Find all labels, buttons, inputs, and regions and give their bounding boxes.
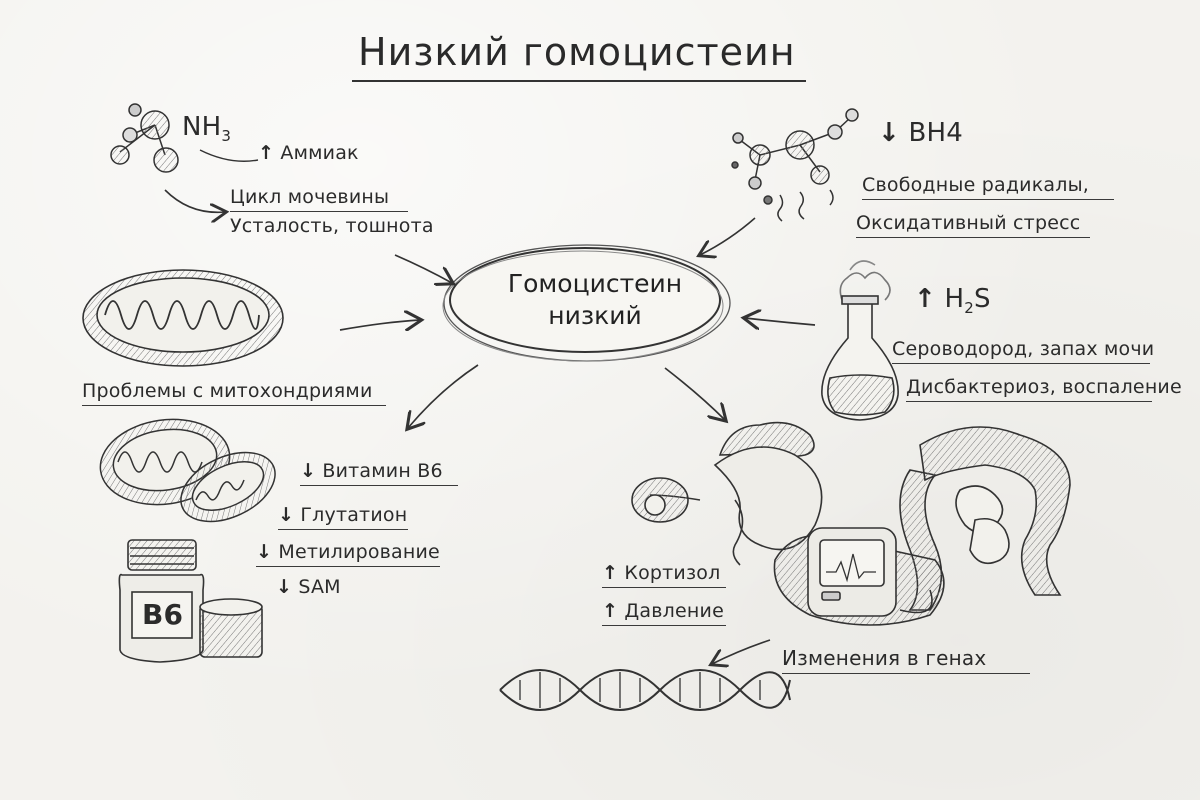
h2s-formula: ↑ H2S [914,284,991,318]
center-line-1: Гомоцистеин [507,269,683,298]
down-arrow-icon: ↓ [276,576,293,598]
deficit-item: ↓ Метилирование [256,541,440,567]
mitochondrion-large-icon [82,269,284,367]
up-arrow-icon: ↑ [914,284,936,314]
down-arrow-icon: ↓ [256,541,273,563]
down-arrow-icon: ↓ [278,504,295,526]
pressure-label: ↑ Давление [602,600,726,626]
fatigue-nausea-label: Усталость, тошнота [230,215,434,237]
flask-icon [821,260,899,421]
page-title: Низкий гомоцистеин [352,30,806,82]
up-arrow-icon: ↑ [602,600,619,622]
blood-pressure-monitor-icon [773,527,945,626]
intestines-icon [899,426,1071,611]
oxidative-stress-label: Оксидативный стресс [856,212,1090,238]
mitochondria-problems-label: Проблемы с митохондриями [82,380,386,406]
urea-cycle-label: Цикл мочевины [230,186,408,212]
center-node: Гомоцистеин низкий [460,268,730,332]
free-radical-molecule-icon [731,108,859,222]
hydrogen-sulfide-label: Сероводород, запах мочи [892,338,1154,364]
deficit-item: ↓ Витамин B6 [300,460,458,486]
center-ellipse [442,244,731,362]
deficit-item: ↓ SAM [276,576,341,598]
up-arrow-icon: ↑ [258,142,275,164]
free-radicals-label: Свободные радикалы, [862,174,1114,200]
cortisol-label: ↑ Кортизол [602,562,726,588]
gene-changes-label: Изменения в генах [782,646,1030,674]
dysbiosis-label: Дисбактериоз, воспаление [906,376,1182,402]
down-arrow-icon: ↓ [878,118,900,148]
up-arrow-icon: ↑ [602,562,619,584]
down-arrow-icon: ↓ [300,460,317,482]
dna-helix-icon [499,669,791,711]
ammonia-formula: NH3 [182,112,232,146]
vitamin-b6-bottle-icon [118,539,263,663]
center-line-2: низкий [548,301,642,330]
kidney-adrenal-icon [631,421,823,566]
ammonia-molecule-icon [110,103,179,173]
b6-jar-label: B6 [142,598,184,631]
ammonia-label: ↑ Аммиак [258,142,359,164]
deficit-item: ↓ Глутатион [278,504,408,530]
bh4-formula: ↓ BH4 [878,118,963,148]
mitochondria-small-icon [99,418,276,523]
